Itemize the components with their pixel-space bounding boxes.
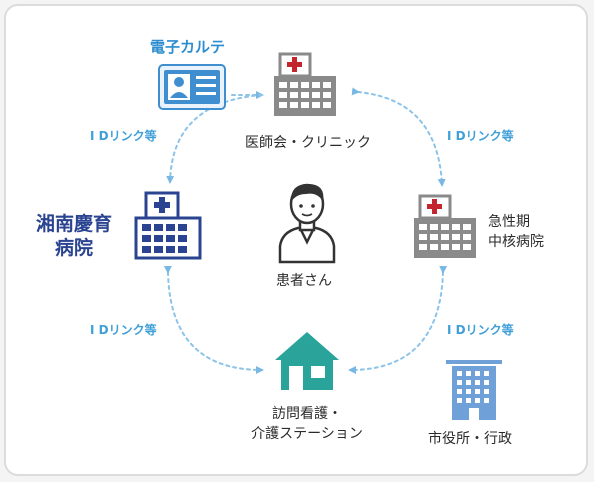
shonan-title-line1: 湘南慶育 — [35, 213, 112, 235]
link-label-right-top: I Dリンク等 — [447, 129, 514, 143]
link-label-right-bottom: I Dリンク等 — [447, 323, 514, 337]
acute-label-line1: 急性期 — [488, 214, 530, 230]
home-care-line2: 介護ステーション — [251, 426, 363, 442]
arrow-acute-to-home — [348, 265, 448, 374]
shonan-title-line2: 病院 — [54, 237, 93, 259]
id-card-icon — [158, 64, 228, 116]
hospital-icon — [272, 50, 338, 122]
link-label-left-top: I Dリンク等 — [90, 129, 157, 143]
office-building-icon — [444, 360, 504, 424]
city-hall-label: 市役所・行政 — [428, 431, 512, 447]
acute-label-line2: 中核病院 — [488, 234, 544, 250]
clinic-label: 医師会・クリニック — [245, 135, 371, 151]
shonan-hospital-title: 湘南慶育 病院 — [24, 212, 124, 260]
home-care-line1: 訪問看護・ — [272, 406, 342, 422]
arrow-clinic-to-acute — [351, 87, 446, 187]
arrow-clinic-to-shonan — [166, 94, 263, 184]
house-icon — [273, 330, 341, 396]
patient-icon — [272, 178, 342, 268]
arrow-shonan-to-home — [163, 265, 264, 374]
hospital-icon — [412, 192, 478, 264]
patient-label: 患者さん — [276, 273, 332, 289]
acute-hospital-label: 急性期 中核病院 — [488, 212, 544, 252]
home-care-label: 訪問看護・ 介護ステーション — [232, 404, 382, 444]
ehr-title: 電子カルテ — [150, 38, 226, 56]
link-label-left-bottom: I Dリンク等 — [90, 323, 157, 337]
hospital-icon — [132, 190, 202, 266]
